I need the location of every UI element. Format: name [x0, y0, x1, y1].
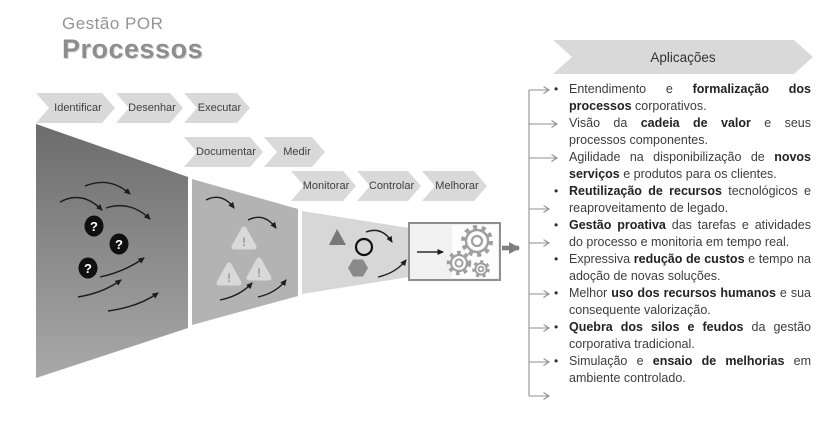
warning-triangle-icon: !: [246, 257, 272, 281]
triangle-shape-icon: [329, 229, 346, 245]
list-item: • Expressiva redução de custos e tempo n…: [545, 251, 811, 285]
chaos-arrows-stage3: [365, 229, 407, 278]
bullet: •: [554, 82, 559, 96]
applications-header: Aplicações: [553, 40, 813, 74]
page-title: Gestão POR Processos: [62, 14, 203, 65]
question-mark-icons: ? ? ?: [78, 215, 129, 279]
list-item: Visão da cadeia de valor e seus processo…: [545, 115, 811, 149]
chaos-arrows-stage1: [59, 181, 159, 312]
list-item-text: Reutilização de recursos tecnológicos e …: [569, 184, 812, 215]
list-item: Agilidade na disponibilização de novos s…: [545, 149, 811, 183]
gear-icon: [461, 225, 493, 257]
bullet: •: [554, 218, 559, 232]
svg-text:?: ?: [90, 219, 98, 234]
funnel-stage-chevron-identificar: Identificar: [36, 93, 115, 123]
bullet: [545, 149, 569, 183]
svg-text:?: ?: [84, 261, 92, 276]
funnel-stage2-body: [192, 179, 298, 325]
list-item-text: Agilidade na disponibilização de novos s…: [569, 150, 811, 181]
sorted-shape-icons: [329, 229, 374, 277]
list-item: • Quebra dos silos e feudos da gestão co…: [545, 319, 811, 353]
hexagon-shape-icon: [348, 259, 368, 277]
chaos-arrows-stage2: [205, 196, 287, 301]
question-mark-icon: ?: [109, 233, 129, 255]
gear-icon: [446, 250, 472, 276]
list-item-text: Gestão proativa das tarefas e atividades…: [569, 218, 812, 249]
warning-triangle-icon: !: [231, 226, 257, 250]
list-item: • Gestão proativa das tarefas e atividad…: [545, 217, 811, 251]
list-item: • Simulação e ensaio de melhorias em amb…: [545, 353, 811, 387]
svg-text:!: !: [257, 266, 261, 280]
bullet: •: [554, 320, 559, 334]
list-item-text: Visão da cadeia de valor e seus processo…: [569, 116, 811, 147]
list-item: • Melhor uso dos recursos humanos e sua …: [545, 285, 811, 319]
title-subline: Gestão POR: [62, 14, 164, 33]
bullet: •: [554, 286, 559, 300]
list-item-text: Simulação e ensaio de melhorias em ambie…: [569, 354, 811, 385]
applications-list: • Entendimento e formalização dos proces…: [545, 81, 811, 387]
list-item-text: Expressiva redução de custos e tempo na …: [569, 252, 812, 283]
title-mainline: Processos: [62, 33, 204, 64]
gear-icon: [472, 260, 490, 278]
bullet: •: [554, 252, 559, 266]
svg-text:?: ?: [115, 237, 123, 252]
list-item-text: Entendimento e formalização dos processo…: [569, 82, 811, 113]
circle-shape-icon: [354, 237, 374, 257]
question-mark-icon: ?: [78, 257, 98, 279]
warning-triangle-icons: ! ! !: [216, 226, 272, 286]
svg-text:!: !: [227, 271, 231, 285]
svg-text:!: !: [242, 235, 246, 249]
bullet: •: [554, 184, 559, 198]
bullet: •: [554, 354, 559, 368]
list-item-text: Quebra dos silos e feudos da gestão corp…: [569, 320, 811, 351]
funnel-stage-chevron-documentar: Documentar: [184, 137, 263, 167]
applications-bracket: [528, 90, 557, 396]
question-mark-icon: ?: [84, 215, 104, 237]
funnel-stage3-body: [302, 211, 409, 294]
list-item-text: Melhor uso dos recursos humanos e sua co…: [569, 286, 811, 317]
list-item: • Entendimento e formalização dos proces…: [545, 81, 811, 115]
process-box: [408, 222, 501, 281]
warning-triangle-icon: !: [216, 262, 242, 286]
list-item: • Reutilização de recursos tecnológicos …: [545, 183, 811, 217]
bullet: [545, 115, 569, 149]
